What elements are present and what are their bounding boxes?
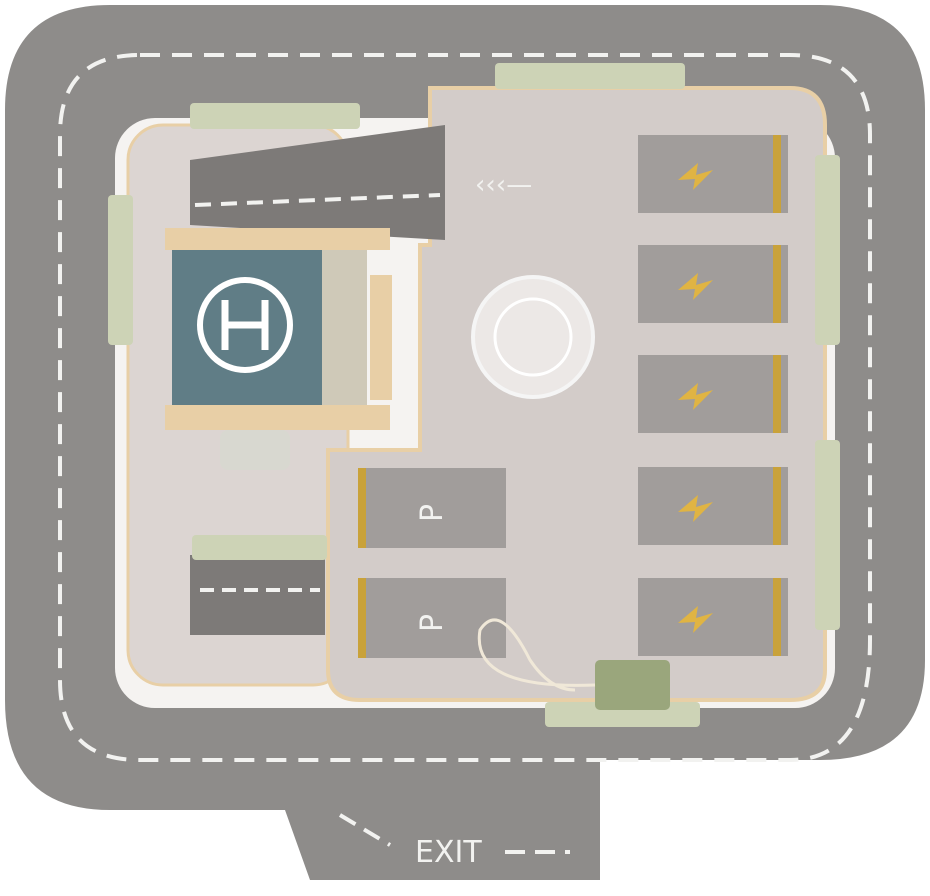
turntable [471,275,595,399]
parking-p-label: P [415,614,450,632]
parking-p-label: P [415,504,450,522]
road-centerline [58,53,872,762]
bumpers [108,63,840,727]
elevator-tower [165,228,392,470]
exit-arrow-line [338,813,392,847]
ramp-upper [190,125,445,240]
charger-block [595,660,670,710]
direction-arrows: ‹‹‹— [475,170,532,200]
charger-cable [477,618,596,692]
ramp-upper-dash [194,193,441,207]
ramp-lower [190,555,325,635]
helipad-icon [197,277,293,373]
accessible-bay: P [358,468,506,548]
accessible-bay: P [358,578,506,658]
charging-bays [638,135,788,656]
exit-label: EXIT [415,835,482,870]
